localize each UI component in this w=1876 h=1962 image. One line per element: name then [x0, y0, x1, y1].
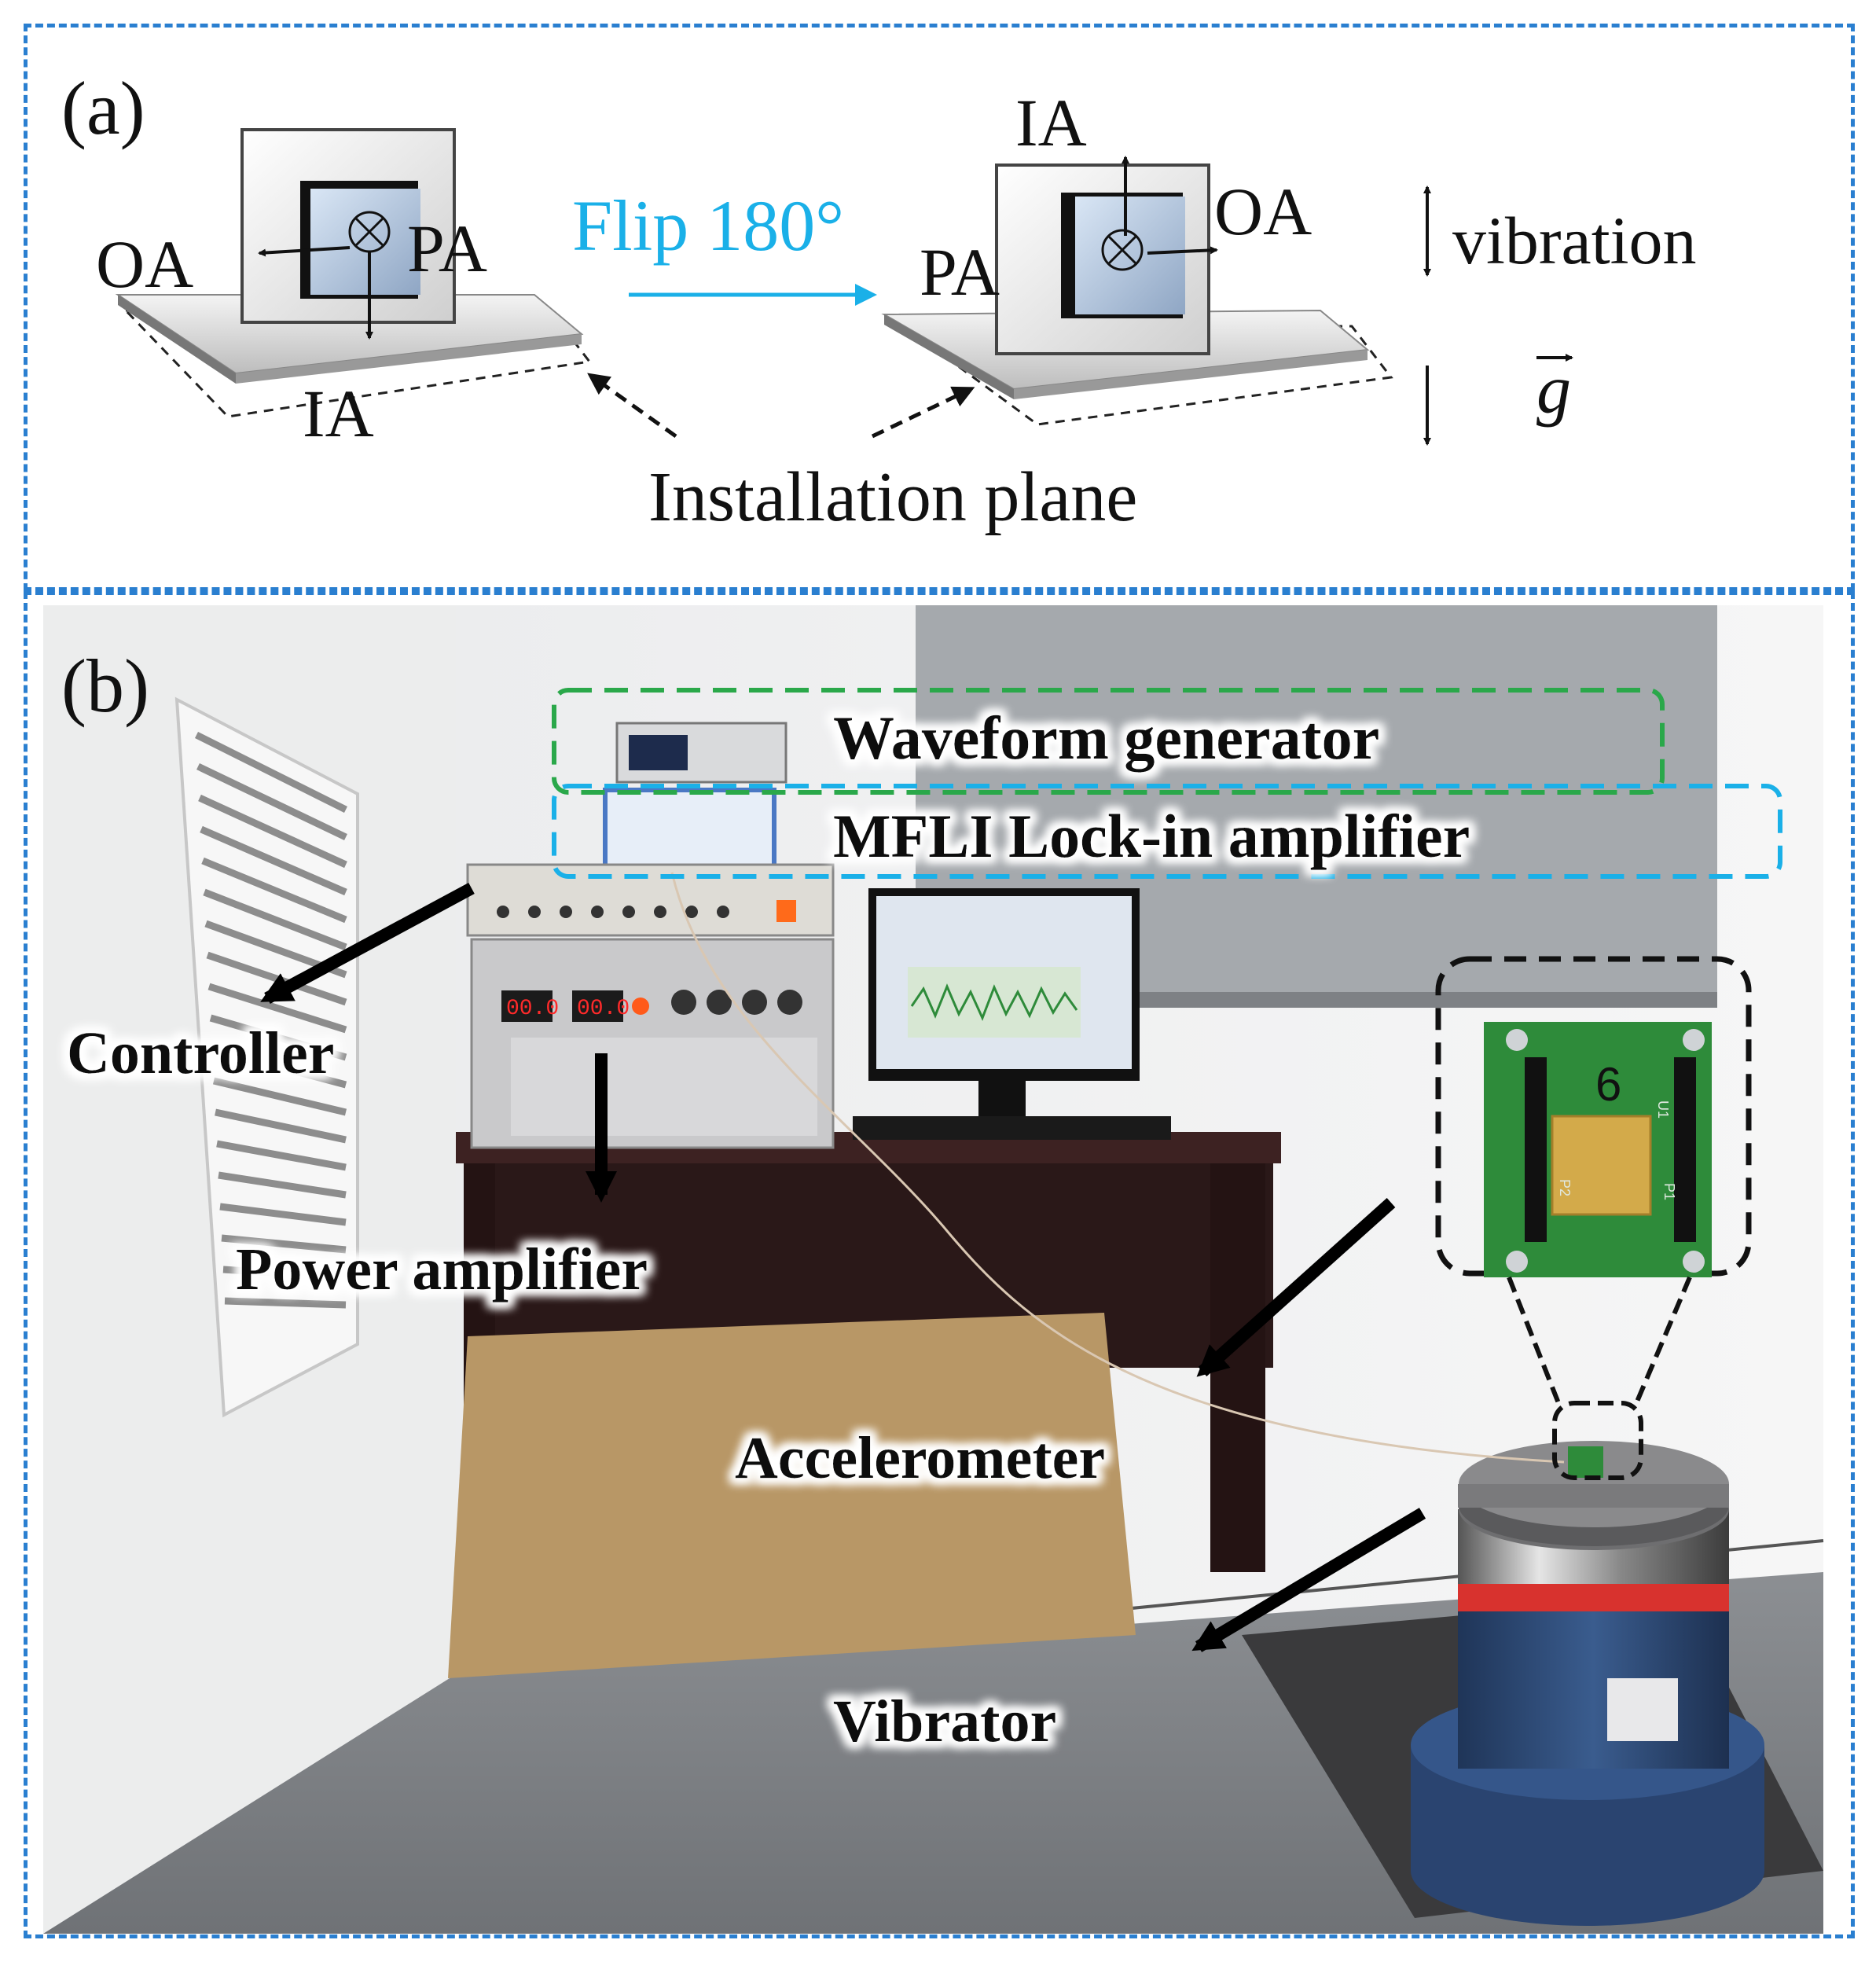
left-oa-arrow	[258, 246, 351, 257]
panel-a-label: (a)	[61, 66, 145, 150]
right-oa-label: OA	[1214, 174, 1312, 249]
installation-plane-label: Installation plane	[648, 458, 1137, 536]
left-pa-label: PA	[407, 211, 487, 286]
controller-label: Controller	[67, 1020, 335, 1086]
vibrator-red-band	[1458, 1580, 1729, 1611]
lab-photo: 00.0 00.0	[43, 605, 1824, 1934]
svg-text:00.0: 00.0	[577, 997, 630, 1021]
right-pa-out-page-icon	[1101, 229, 1144, 271]
panel-b-frame	[24, 591, 1855, 1938]
instrument-stack: 00.0 00.0	[466, 722, 835, 1149]
vibration-label: vibration	[1452, 203, 1697, 278]
lockin-device	[603, 788, 776, 871]
accelerometer-label: Accelerometer	[735, 1425, 1105, 1491]
installation-pointer-right	[871, 386, 975, 439]
pcb-small-dashed-box	[1552, 1401, 1643, 1480]
vibrator-arrow	[1191, 1508, 1426, 1652]
mounted-accelerometer	[1568, 1446, 1603, 1478]
pcb-zoom-inset: 6 P1 P2 U1	[1435, 956, 1752, 1480]
wall-vent	[174, 696, 359, 1418]
waveform-generator-box	[552, 688, 1665, 795]
pcb-sensor-chip	[1551, 1115, 1652, 1216]
waveform-generator-label: Waveform generator	[833, 704, 1379, 772]
svg-text:00.0: 00.0	[506, 997, 559, 1021]
monitor	[853, 888, 1171, 1140]
vibrator-device	[1411, 1441, 1764, 1926]
pcb-p1-label: P1	[1661, 1183, 1677, 1200]
sensor-cable	[670, 872, 1565, 1464]
panel-a-frame	[24, 24, 1855, 591]
right-pa-label: PA	[920, 234, 1000, 310]
left-ia-label: IA	[303, 376, 374, 451]
pcb-u1-label: U1	[1655, 1100, 1671, 1119]
lockin-label: MFLI Lock-in amplifier	[833, 802, 1470, 870]
gravity-label: g	[1536, 352, 1571, 428]
left-oa-label: OA	[96, 226, 193, 302]
pcb-number: 6	[1595, 1058, 1621, 1111]
controller-arrow	[260, 882, 475, 1005]
panel-b-label: (b)	[61, 644, 149, 728]
flip-label: Flip 180°	[572, 186, 844, 266]
vibrator-label: Vibrator	[833, 1688, 1056, 1754]
pcb-p2-label: P2	[1557, 1179, 1573, 1196]
power-amplifier-display-left	[501, 990, 553, 1022]
right-ia-label: IA	[1015, 85, 1087, 160]
accelerometer-arrow	[1196, 1198, 1396, 1377]
left-device	[115, 128, 592, 418]
keyboard	[853, 1116, 1171, 1140]
right-oa-arrow	[1147, 246, 1218, 255]
right-device-chip	[1075, 197, 1185, 314]
pcb-zoom-dashed-box	[1435, 956, 1752, 1277]
installation-pointer-left	[587, 373, 677, 439]
power-amplifier-display-right	[572, 990, 623, 1022]
power-amplifier-label: Power amplifier	[236, 1236, 648, 1302]
lockin-box	[552, 784, 1782, 879]
cardboard	[448, 1313, 1136, 1678]
left-device-chip	[310, 189, 420, 295]
right-device	[881, 156, 1393, 426]
